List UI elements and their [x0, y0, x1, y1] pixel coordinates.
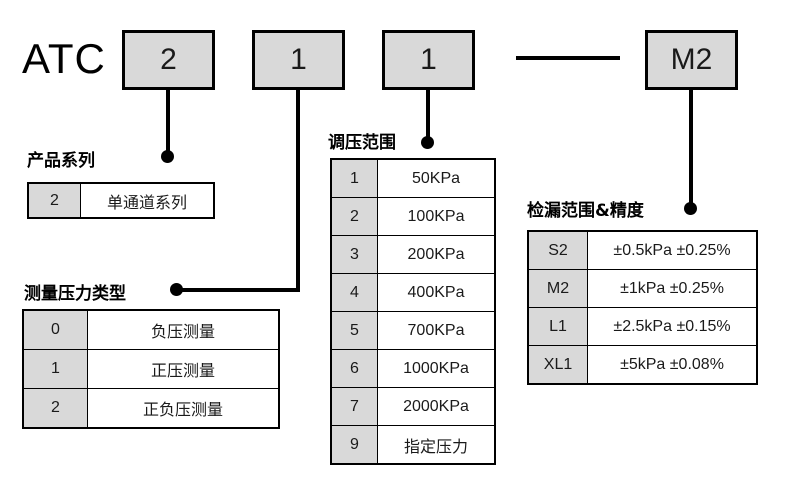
legend-code: 2	[27, 182, 81, 219]
connector-line-leak-range	[689, 90, 693, 210]
table-row: 4 400KPa	[330, 273, 496, 312]
connector-dot-pressure-range	[421, 136, 434, 149]
legend-desc: 100KPa	[377, 197, 496, 236]
legend-code: M2	[527, 269, 588, 308]
table-row: 6 1000KPa	[330, 349, 496, 388]
legend-desc: 2000KPa	[377, 387, 496, 426]
legend-desc: ±5kPa ±0.08%	[587, 345, 758, 385]
legend-table-product-series: 2 单通道系列	[27, 182, 215, 219]
table-row: 1 正压测量	[22, 349, 280, 389]
table-row: 2 单通道系列	[27, 182, 215, 219]
legend-code: 2	[22, 388, 88, 429]
legend-desc: 50KPa	[377, 158, 496, 198]
legend-desc: 单通道系列	[80, 182, 215, 219]
code-box-leak-range[interactable]: M2	[645, 30, 738, 90]
table-row: 2 100KPa	[330, 197, 496, 236]
legend-desc: 正压测量	[87, 349, 280, 389]
table-row: L1 ±2.5kPa ±0.15%	[527, 307, 758, 346]
table-row: M2 ±1kPa ±0.25%	[527, 269, 758, 308]
connector-line-pressure-range	[426, 90, 430, 144]
model-separator-dash	[516, 56, 620, 60]
legend-table-pressure-range: 1 50KPa 2 100KPa 3 200KPa 4 400KPa 5 700…	[330, 158, 496, 465]
legend-desc: ±0.5kPa ±0.25%	[587, 230, 758, 270]
code-box-measure-type[interactable]: 1	[252, 30, 345, 90]
legend-table-measure-pressure-type: 0 负压测量 1 正压测量 2 正负压测量	[22, 309, 280, 429]
legend-desc: 负压测量	[87, 309, 280, 350]
code-box-product-series[interactable]: 2	[122, 30, 215, 90]
legend-desc: 700KPa	[377, 311, 496, 350]
legend-desc: 正负压测量	[87, 388, 280, 429]
legend-desc: 1000KPa	[377, 349, 496, 388]
legend-code: 1	[22, 349, 88, 389]
legend-table-leak-range-accuracy: S2 ±0.5kPa ±0.25% M2 ±1kPa ±0.25% L1 ±2.…	[527, 230, 758, 385]
legend-desc: 400KPa	[377, 273, 496, 312]
connector-line-product-series	[166, 90, 170, 156]
legend-desc: ±2.5kPa ±0.15%	[587, 307, 758, 346]
table-row: XL1 ±5kPa ±0.08%	[527, 345, 758, 385]
legend-desc: 200KPa	[377, 235, 496, 274]
legend-code: XL1	[527, 345, 588, 385]
section-label-leak-range-accuracy: 检漏范围&精度	[527, 201, 644, 221]
legend-desc: ±1kPa ±0.25%	[587, 269, 758, 308]
connector-dot-leak-range	[684, 202, 697, 215]
legend-desc: 指定压力	[377, 425, 496, 465]
connector-line-measure-type-horizontal	[176, 288, 300, 292]
table-row: 7 2000KPa	[330, 387, 496, 426]
table-row: 3 200KPa	[330, 235, 496, 274]
model-prefix-text: ATC	[22, 35, 106, 82]
table-row: 2 正负压测量	[22, 388, 280, 429]
table-row: 9 指定压力	[330, 425, 496, 465]
connector-dot-measure-type	[170, 283, 183, 296]
legend-code: 9	[330, 425, 378, 465]
section-label-measure-pressure-type: 测量压力类型	[24, 284, 126, 304]
table-row: 1 50KPa	[330, 158, 496, 198]
legend-code: 5	[330, 311, 378, 350]
legend-code: 4	[330, 273, 378, 312]
legend-code: 3	[330, 235, 378, 274]
legend-code: 0	[22, 309, 88, 350]
legend-code: L1	[527, 307, 588, 346]
code-box-pressure-range[interactable]: 1	[382, 30, 475, 90]
connector-dot-product-series	[161, 150, 174, 163]
legend-code: 6	[330, 349, 378, 388]
section-label-product-series: 产品系列	[27, 151, 95, 171]
section-label-pressure-range: 调压范围	[328, 133, 396, 153]
legend-code: S2	[527, 230, 588, 270]
table-row: S2 ±0.5kPa ±0.25%	[527, 230, 758, 270]
table-row: 0 负压测量	[22, 309, 280, 350]
legend-code: 2	[330, 197, 378, 236]
legend-code: 1	[330, 158, 378, 198]
legend-code: 7	[330, 387, 378, 426]
connector-line-measure-type-vertical	[296, 90, 300, 292]
table-row: 5 700KPa	[330, 311, 496, 350]
